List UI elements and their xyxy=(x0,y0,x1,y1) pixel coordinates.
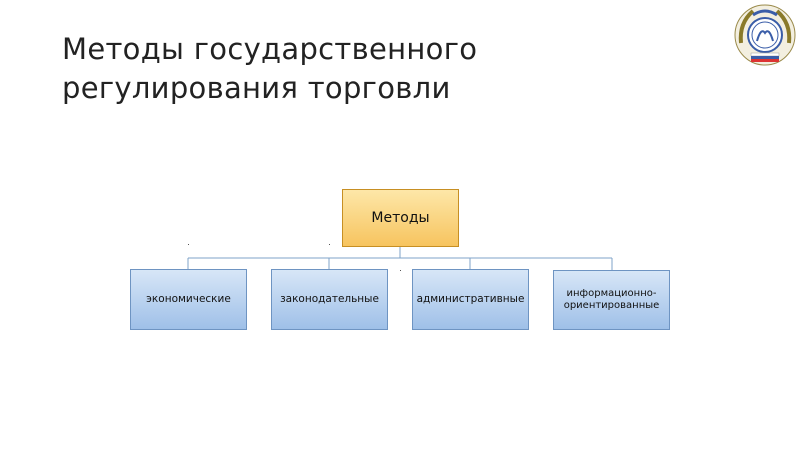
diagram-root-node: Методы xyxy=(342,189,459,247)
stray-dot xyxy=(188,244,189,245)
university-emblem-icon xyxy=(734,4,796,66)
diagram-node-legislative: законодательные xyxy=(271,269,388,330)
diagram-node-economic: экономические xyxy=(130,269,247,330)
diagram-node-information: информационно- ориентированные xyxy=(553,270,670,330)
stray-dot xyxy=(329,244,330,245)
diagram-node-administrative: административные xyxy=(412,269,529,330)
stray-dot xyxy=(400,270,401,271)
slide-title: Методы государственного регулирования то… xyxy=(62,32,478,105)
